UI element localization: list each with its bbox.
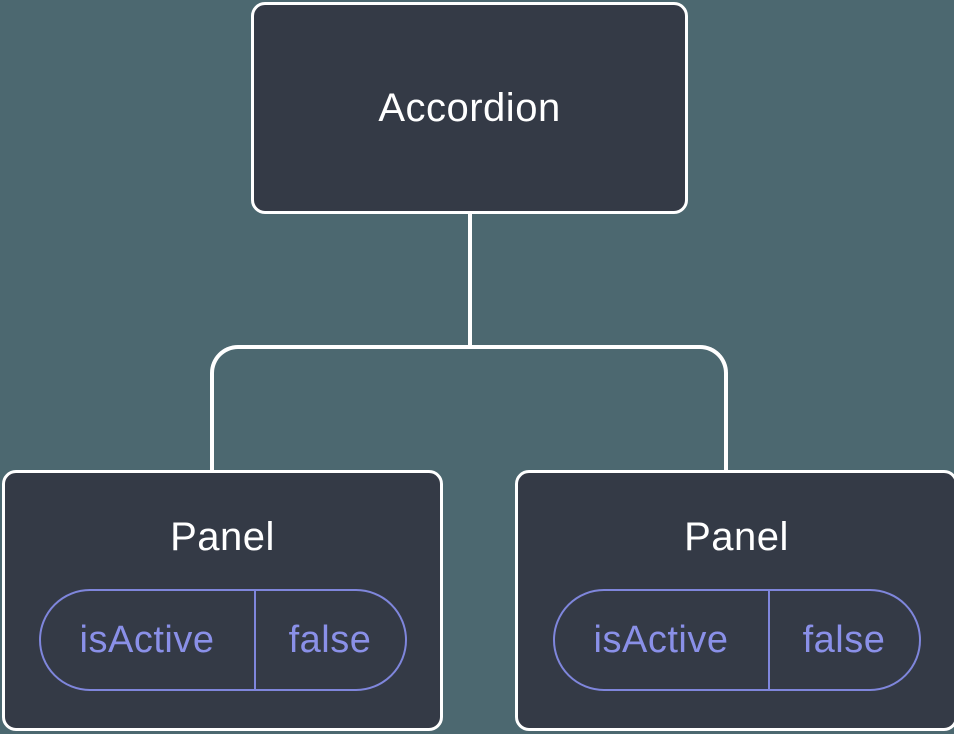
state-value-label: false <box>288 618 372 661</box>
state-name-label: isActive <box>41 591 256 689</box>
state-pill-right: isActive false <box>552 589 921 691</box>
node-panel-right: Panel isActive false <box>515 470 954 731</box>
node-panel-left-label: Panel <box>170 515 275 559</box>
node-panel-right-label: Panel <box>684 515 789 559</box>
node-accordion: Accordion <box>251 2 688 214</box>
connector-branch-bracket <box>210 345 728 470</box>
state-pill-left: isActive false <box>38 589 407 691</box>
node-accordion-label: Accordion <box>378 86 561 130</box>
state-value-label: false <box>802 618 886 661</box>
connector-root-stem <box>468 213 472 346</box>
node-panel-left: Panel isActive false <box>2 470 443 731</box>
state-name-label: isActive <box>555 591 770 689</box>
